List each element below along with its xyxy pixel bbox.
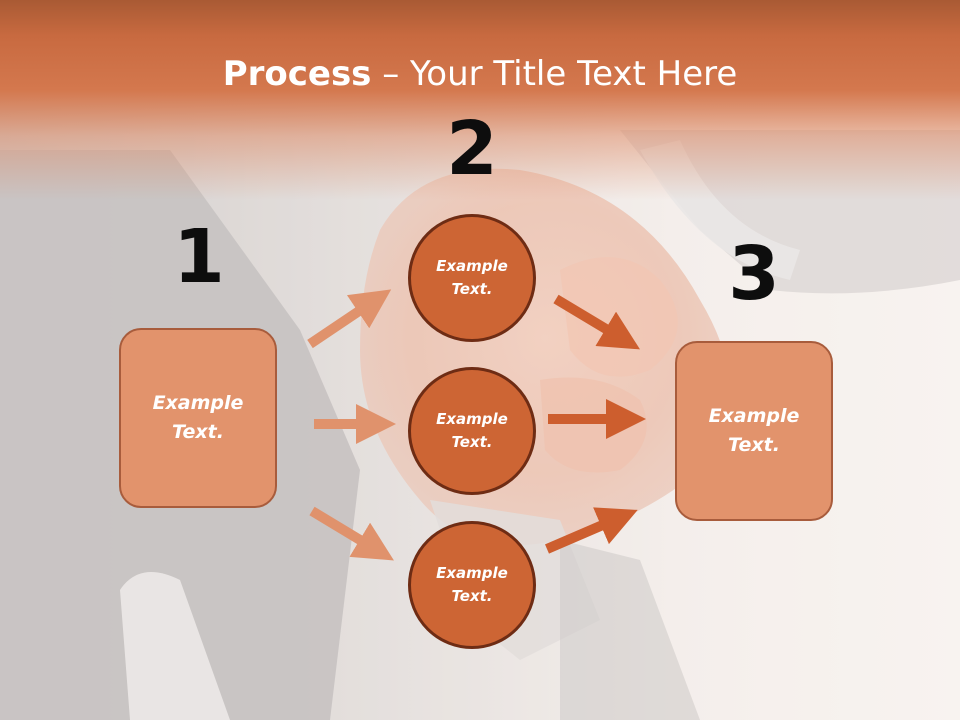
input-box-text: Example Text. [152, 392, 244, 443]
arrow-box-to-circle-3 [309, 506, 394, 561]
slide-title: Process – Your Title Text Here [0, 52, 960, 96]
arrow-circle-3-to-output [545, 507, 638, 554]
step-number-2: 2 [446, 106, 498, 192]
circle-2-text: Example Text. [436, 410, 508, 451]
arrow-box-to-circle-1 [307, 289, 392, 349]
process-circle-1: Example Text. [408, 214, 536, 342]
process-circle-3: Example Text. [408, 521, 536, 649]
output-box-text: Example Text. [708, 405, 800, 456]
step-number-1: 1 [173, 214, 225, 300]
title-band [0, 0, 960, 200]
title-bold-text: Process [222, 54, 372, 94]
circle-3-text: Example Text. [436, 564, 508, 605]
output-box: Example Text. [675, 341, 833, 521]
arrow-circle-1-to-output [553, 294, 641, 350]
input-box: Example Text. [119, 328, 277, 508]
title-rest-text: – Your Title Text Here [371, 54, 738, 94]
process-circle-2: Example Text. [408, 367, 536, 495]
circle-1-text: Example Text. [436, 257, 508, 298]
step-number-3: 3 [728, 231, 780, 317]
